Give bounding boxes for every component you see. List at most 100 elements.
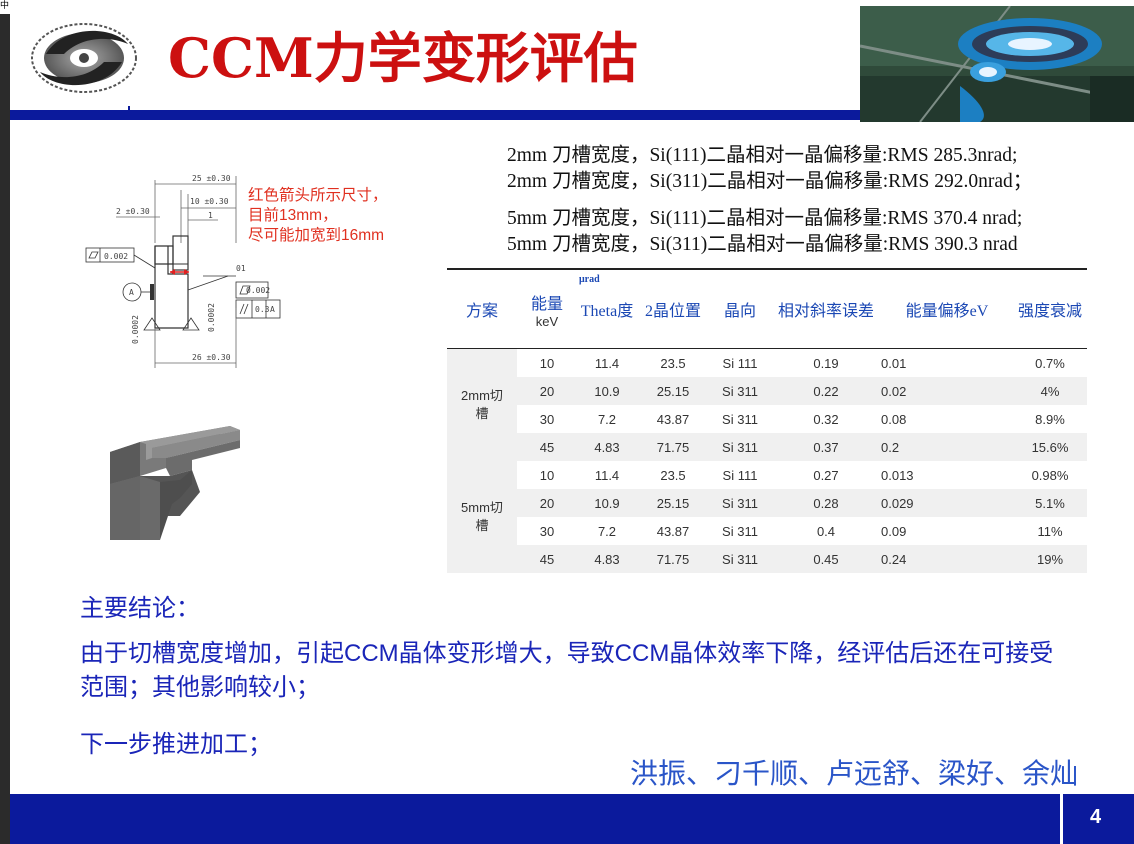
table-cell: 0.22 [771, 377, 881, 405]
table-cell: Si 111 [722, 355, 758, 371]
dim-25: 25 ±0.30 [192, 174, 231, 183]
table-cell: 0.013 [881, 467, 914, 483]
table-cell: 10 [539, 467, 555, 483]
header-slope: 相对斜率误差 [771, 268, 881, 349]
table-cell: 0.32 [813, 411, 839, 427]
table-cell: 43.87 [656, 411, 690, 427]
header-theta-label: Theta度 [580, 303, 634, 320]
table-cell: 10 [539, 355, 555, 371]
slide-title: CCM力学变形评估 [168, 26, 638, 90]
table-cell: 4% [1013, 377, 1087, 405]
table-cell: 0.27 [813, 467, 839, 483]
slide: CCM力学变形评估 2mm 刀槽宽度，Si(111)二晶相对一晶偏移量:RMS … [10, 0, 1134, 844]
table-cell: 4.83 [577, 433, 637, 461]
group-label: 2mm切 槽 [447, 348, 517, 461]
crystal-part-3d [110, 426, 240, 540]
header-shift: 能量偏移eV [881, 268, 1013, 349]
note-line: 5mm 刀槽宽度，Si(311)二晶相对一晶偏移量:RMS 390.3 nrad [507, 234, 1018, 255]
table-cell: 15.6% [1013, 433, 1087, 461]
conclusion-body: 由于切槽宽度增加，引起CCM晶体变形增大，导致CCM晶体效率下降，经评估后还在可… [80, 640, 1054, 701]
table-cell: 20 [517, 489, 577, 517]
table-cell: 25.15 [637, 489, 709, 517]
table-cell: 8.9% [1035, 411, 1065, 427]
table-cell: 0.08 [881, 411, 907, 427]
table-cell: Si 111 [722, 467, 758, 483]
group-label: 5mm切 槽 [447, 461, 517, 573]
table-cell: 43.87 [656, 523, 690, 539]
corner-glyph: 中 [0, 0, 10, 14]
facility-photo [860, 6, 1134, 122]
table-cell: 0.02 [881, 377, 1013, 405]
table-cell: Si 311 [722, 523, 758, 539]
mark-01: 01 [236, 264, 246, 273]
table-cell: 10.9 [577, 377, 637, 405]
table-cell: 45 [517, 433, 577, 461]
table-cell: 0.24 [881, 545, 1013, 573]
table-cell: 0.28 [771, 489, 881, 517]
table-cell: 0.029 [881, 489, 1013, 517]
side-tol-left: 0.0002 [131, 315, 140, 344]
side-tol-right: 0.0002 [207, 303, 216, 332]
table-cell: 0.7% [1035, 355, 1065, 371]
header-bar-tick [128, 106, 130, 120]
offset-notes: 2mm 刀槽宽度，Si(111)二晶相对一晶偏移量:RMS 285.3nrad;… [507, 143, 1032, 258]
engineering-drawing: 25 ±0.30 10 ±0.30 1 2 ±0.30 0.002 A 0.00… [85, 174, 281, 368]
datum-a: A [129, 288, 134, 297]
table-cell: 20 [517, 377, 577, 405]
table-cell: 30 [539, 523, 555, 539]
dim-2: 2 ±0.30 [116, 207, 150, 216]
table-header-row: 方案 能量 keV μrad Theta度 2晶位置 晶向 相对斜率误差 能量偏… [447, 268, 1087, 349]
table-cell: 0.98% [1031, 467, 1069, 483]
dim-1: 1 [208, 211, 213, 220]
header-crystal: 晶向 [709, 268, 771, 349]
table-cell: Si 311 [709, 489, 771, 517]
table-cell: 0.2 [881, 433, 1013, 461]
table-cell: 0.45 [771, 545, 881, 573]
table-cell: 45 [517, 545, 577, 573]
table-cell: 71.75 [637, 433, 709, 461]
results-table: 方案 能量 keV μrad Theta度 2晶位置 晶向 相对斜率误差 能量偏… [447, 268, 1087, 573]
table-cell: 11% [1037, 523, 1063, 539]
red-annotation: 红色箭头所示尺寸， 目前13mm， 尽可能加宽到16mm [248, 186, 388, 246]
footer-divider [1060, 794, 1063, 844]
table-cell: 10.9 [577, 489, 637, 517]
table-cell: 5.1% [1013, 489, 1087, 517]
par-ref: A [270, 305, 275, 314]
table-cell: 0.19 [813, 355, 839, 371]
par-b: 0.3 [255, 305, 270, 314]
institute-logo [31, 23, 137, 93]
next-step: 下一步推进加工； [80, 731, 272, 758]
header-position: 2晶位置 [637, 268, 709, 349]
table-cell: Si 311 [709, 433, 771, 461]
table-cell: 23.5 [660, 355, 686, 371]
flat-value: 0.002 [104, 252, 128, 261]
red-note-line: 尽可能加宽到16mm [248, 227, 385, 244]
table-cell: 7.2 [597, 523, 617, 539]
table-cell: Si 311 [722, 411, 758, 427]
header-bar [10, 110, 860, 120]
table-row: 5mm切 槽 10 11.4 23.5 Si 111 0.27 0.013 0.98% [447, 461, 1087, 573]
table-cell: 23.5 [660, 467, 686, 483]
table-cell: 19% [1013, 545, 1087, 573]
table-cell: 0.01 [881, 355, 907, 371]
footer-bar [10, 794, 1134, 844]
table-cell: Si 311 [709, 377, 771, 405]
table-cell: 11.4 [594, 467, 620, 483]
page-number: 4 [1090, 806, 1102, 828]
header-energy-label: 能量 [530, 295, 563, 313]
header-energy-unit: keV [535, 313, 559, 329]
table-cell: 0.4 [816, 523, 836, 539]
table-cell: 4.83 [577, 545, 637, 573]
header-theta: μrad Theta度 [577, 268, 637, 349]
table-cell: 30 [539, 411, 555, 427]
header-theta-unit: μrad [579, 274, 600, 285]
note-line: 2mm 刀槽宽度，Si(111)二晶相对一晶偏移量:RMS 285.3nrad; [507, 145, 1018, 166]
note-line: 2mm 刀槽宽度，Si(311)二晶相对一晶偏移量:RMS 292.0nrad； [507, 171, 1033, 192]
par-a: 0.002 [246, 286, 270, 295]
header-scheme: 方案 [447, 268, 517, 349]
header-energy: 能量 keV [517, 268, 577, 349]
dim-10: 10 ±0.30 [190, 197, 229, 206]
